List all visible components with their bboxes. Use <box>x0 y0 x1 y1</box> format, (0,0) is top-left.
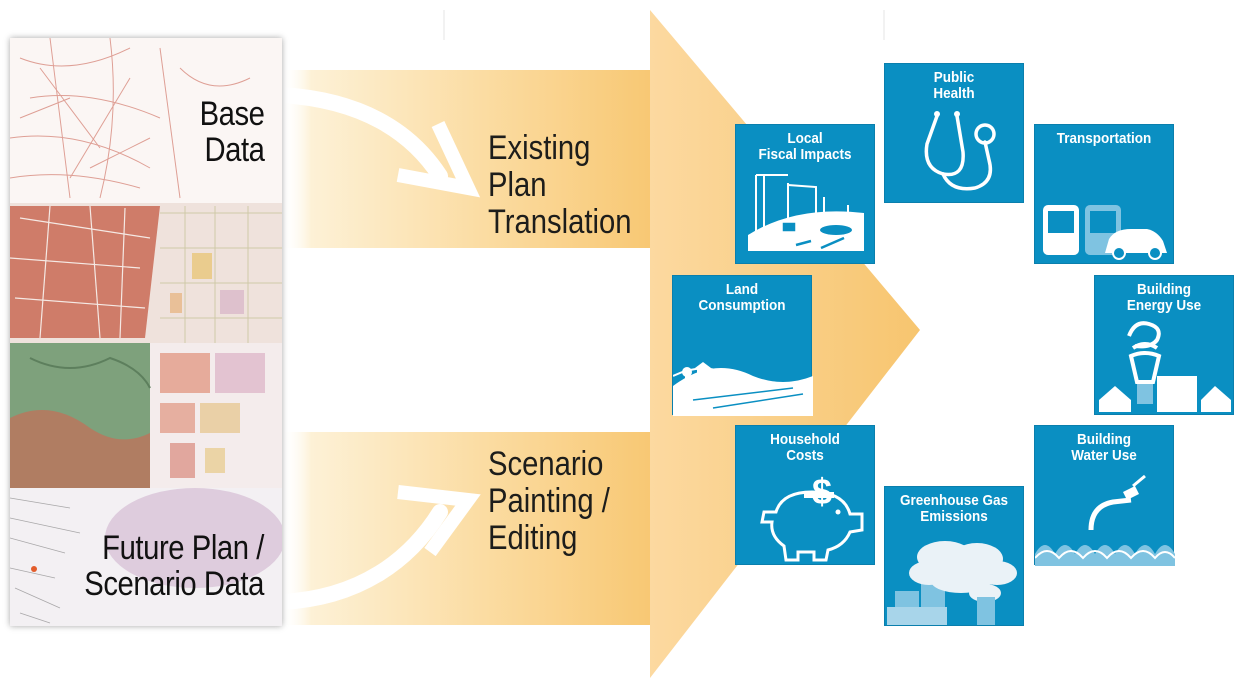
tile-local-fiscal-impacts: Local Fiscal Impacts <box>735 124 875 264</box>
tile-land-consumption: Land Consumption <box>672 275 813 416</box>
data-maps-panel: Base Data Future Plan / Scenario Data <box>10 38 282 626</box>
svg-text:$: $ <box>812 471 832 512</box>
tile-building-energy-use: Building Energy Use <box>1094 275 1234 415</box>
scenario-painting-label: Scenario Painting / Editing <box>488 445 610 557</box>
tile-public-health: Public Health <box>884 63 1024 203</box>
tile-greenhouse-gas-emissions: Greenhouse Gas Emissions <box>884 486 1024 626</box>
tile-title: Greenhouse Gas Emissions <box>899 492 1009 525</box>
map-collage <box>10 38 282 626</box>
tile-title: Public Health <box>933 69 975 102</box>
tile-title: Land Consumption <box>698 281 786 314</box>
top-curved-arrow <box>274 87 448 184</box>
fiscal-impacts-icon <box>748 174 864 251</box>
tile-title: Transportation <box>1056 130 1152 147</box>
stethoscope-icon <box>924 111 996 191</box>
existing-plan-translation-label: Existing Plan Translation <box>488 129 632 241</box>
top-curved-arrow-head <box>396 121 481 198</box>
tile-transportation: Transportation <box>1034 124 1174 264</box>
transit-icon <box>1043 205 1167 260</box>
future-plan-label: Future Plan / Scenario Data <box>84 529 264 603</box>
landscape-icon <box>673 362 813 416</box>
tile-title: Household Costs <box>770 431 840 464</box>
tile-title: Building Water Use <box>1071 431 1137 464</box>
light-bulb-icon <box>1099 321 1231 412</box>
base-data-label: Base Data <box>199 95 264 169</box>
smoke-clouds-icon <box>887 541 1017 625</box>
tile-building-water-use: Building Water Use <box>1034 425 1175 566</box>
piggy-bank-icon: $ <box>760 471 864 562</box>
tile-title: Local Fiscal Impacts <box>758 130 852 163</box>
bottom-curved-arrow <box>274 504 448 610</box>
tile-title: Building Energy Use <box>1126 281 1202 314</box>
faucet-icon <box>1035 474 1175 566</box>
tile-household-costs: $ Household Costs <box>735 425 875 565</box>
bottom-curved-arrow-head <box>397 485 481 557</box>
